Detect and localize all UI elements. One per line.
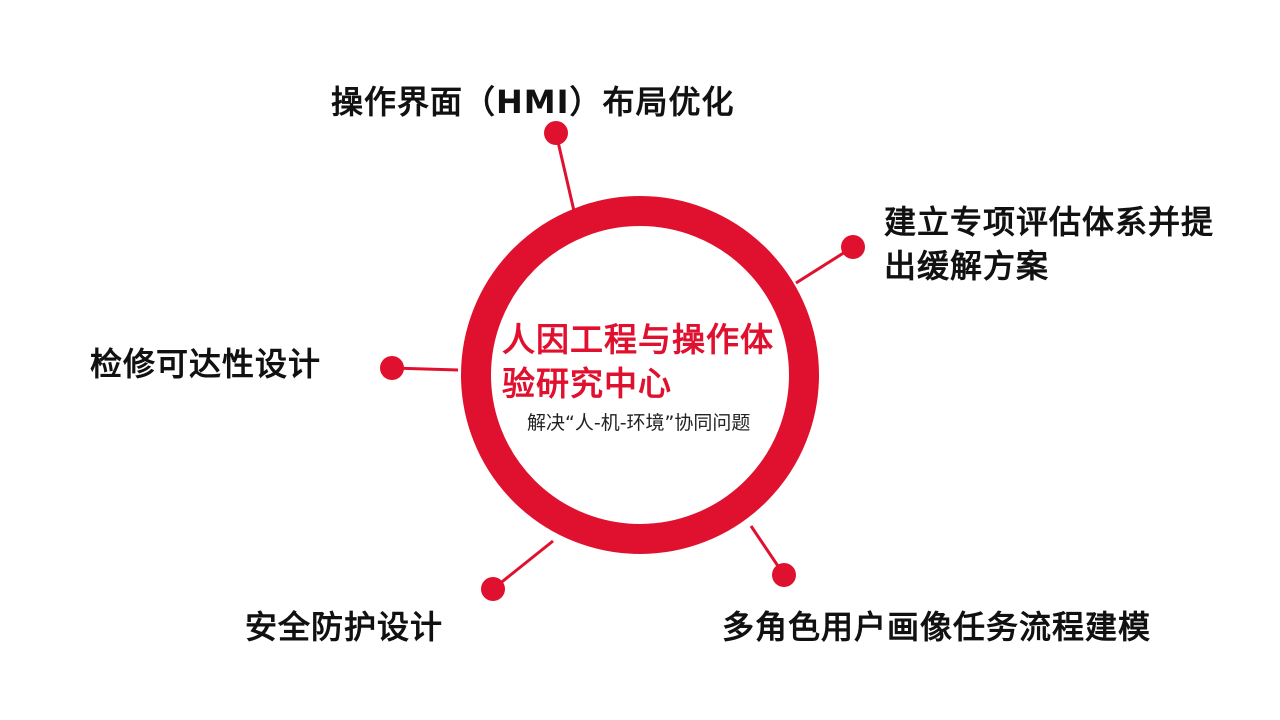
branch-label-evaluation: 建立专项评估体系并提出缓解方案 [884, 203, 1215, 285]
connector-line-hmi [554, 132, 576, 212]
connector-line-safety [492, 539, 554, 591]
center-subtitle: 解决“人-机-环境”协同问题 [527, 412, 751, 434]
node-dot-safety [481, 577, 505, 601]
branch-label-hmi: 操作界面（HMI）布局优化 [331, 83, 735, 121]
node-dot-persona [772, 563, 796, 587]
node-dot-maintenance [380, 356, 404, 380]
branch-label-safety: 安全防护设计 [245, 608, 444, 646]
branch-label-maintenance: 检修可达性设计 [90, 345, 322, 383]
central-ring [461, 196, 819, 554]
branch-label-persona: 多角色用户画像任务流程建模 [722, 608, 1152, 646]
center-title: 人因工程与操作体验研究中心 [502, 320, 774, 403]
node-dot-hmi [544, 121, 568, 145]
node-dot-evaluation [841, 235, 865, 259]
